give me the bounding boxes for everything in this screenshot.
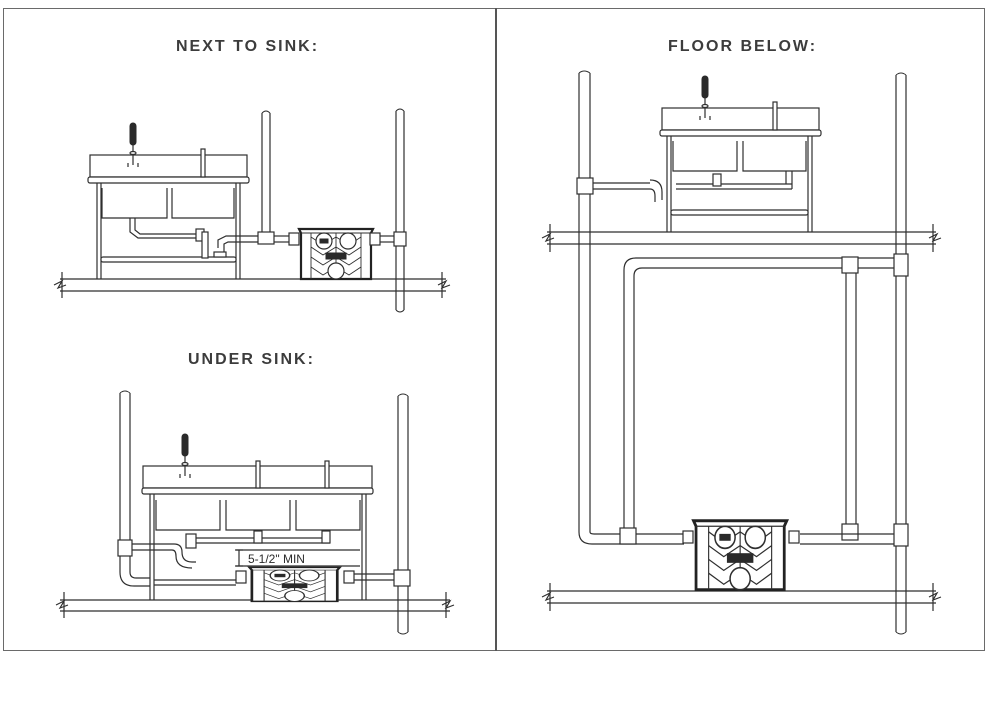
grease-interceptor bbox=[297, 227, 375, 281]
panel-divider bbox=[495, 8, 497, 651]
title-floor-below: FLOOR BELOW: bbox=[668, 38, 818, 55]
drain-stack bbox=[393, 108, 407, 313]
floor-slab bbox=[53, 272, 451, 298]
next-to-sink-diagram bbox=[53, 108, 451, 313]
drain-stack bbox=[393, 393, 411, 635]
sink-drain-pipe bbox=[168, 530, 331, 569]
drain-stack bbox=[893, 72, 909, 635]
upper-floor-slab bbox=[541, 224, 942, 252]
vent-stack bbox=[257, 110, 290, 245]
triple-sink bbox=[141, 433, 374, 600]
title-under-sink: UNDER SINK: bbox=[188, 351, 315, 368]
sink-drain-pipe bbox=[593, 171, 793, 202]
grease-interceptor bbox=[248, 566, 342, 603]
vent-stack bbox=[576, 70, 620, 545]
diagram-frame bbox=[3, 8, 985, 651]
double-sink bbox=[659, 75, 822, 232]
vent-loop-pipe bbox=[623, 256, 894, 541]
double-sink bbox=[87, 122, 250, 279]
floor-below-diagram bbox=[541, 70, 942, 635]
grease-interceptor bbox=[692, 519, 789, 592]
title-next-to-sink: NEXT TO SINK: bbox=[176, 38, 320, 55]
interceptor-drain-pipe bbox=[619, 527, 894, 545]
clearance-dimension: 5-1/2" MIN bbox=[235, 549, 360, 567]
under-sink-diagram: 5-1/2" MIN bbox=[55, 390, 455, 635]
clearance-label: 5-1/2" MIN bbox=[248, 552, 305, 566]
vent-stack bbox=[117, 390, 168, 587]
sink-drain-pipe bbox=[129, 218, 260, 259]
